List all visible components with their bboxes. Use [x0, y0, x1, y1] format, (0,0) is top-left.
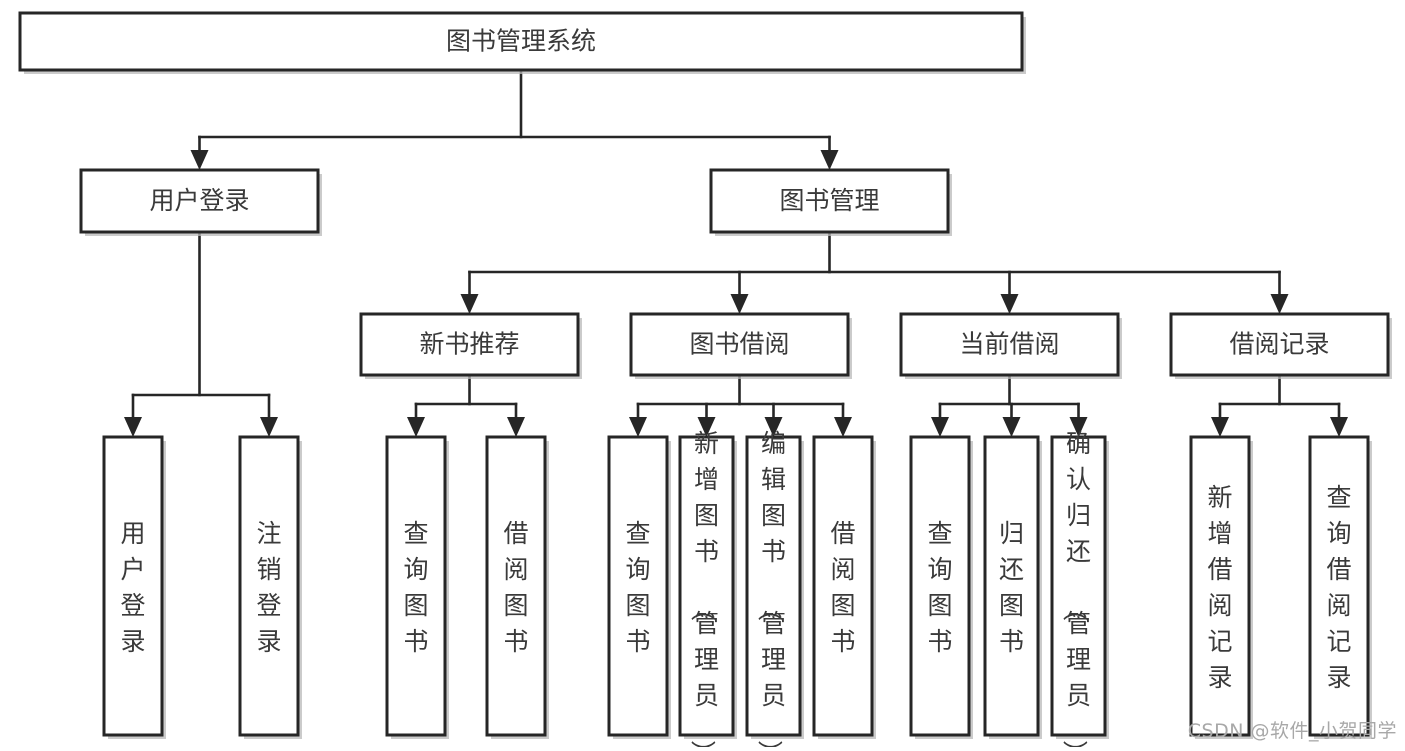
node-label: 用户登录 [149, 186, 249, 215]
node-rect[interactable] [359, 312, 580, 377]
node-rect[interactable] [709, 168, 950, 234]
arrow-head-icon [1270, 294, 1289, 314]
node-rect[interactable] [1050, 435, 1107, 737]
csdn-watermark: CSDN @软件_小贺同学 [1187, 720, 1397, 742]
node-label: 新增借阅记录 [1207, 483, 1232, 692]
arrow-head-icon [1069, 417, 1088, 437]
node-leaf-用户登录-0[interactable]: 用户登录 [102, 435, 166, 739]
node-l2-图书管理-1[interactable]: 图书管理 [709, 168, 952, 236]
node-l3-当前借阅-2[interactable]: 当前借阅 [899, 312, 1122, 379]
node-rect[interactable] [909, 435, 971, 737]
node-rect[interactable] [102, 435, 164, 737]
node-leaf-借阅图书-3[interactable]: 借阅图书 [485, 435, 549, 739]
node-label: 借阅记录 [1229, 330, 1329, 359]
arrow-head-icon [1002, 417, 1021, 437]
node-root-图书管理系统-0[interactable]: 图书管理系统 [18, 11, 1026, 74]
node-label: 借阅图书 [830, 519, 855, 656]
arrow-head-icon [820, 150, 839, 170]
arrow-head-icon [629, 417, 647, 437]
node-label: 查询图书 [625, 519, 650, 656]
node-rect[interactable] [1308, 435, 1370, 737]
arrow-head-icon [1211, 417, 1229, 437]
node-label: 图书借阅 [689, 330, 789, 359]
arrow-head-icon [507, 417, 525, 437]
node-label: 新增图书（管理员） [688, 429, 719, 747]
node-rect[interactable] [385, 435, 447, 737]
node-label: 图书管理系统 [446, 27, 596, 56]
node-rect[interactable] [983, 435, 1040, 737]
node-rect[interactable] [1189, 435, 1251, 737]
node-label: 借阅图书 [503, 519, 528, 656]
node-label: 当前借阅 [959, 330, 1059, 359]
node-l3-新书推荐-0[interactable]: 新书推荐 [359, 312, 582, 379]
node-l2-用户登录-0[interactable]: 用户登录 [79, 168, 322, 236]
node-leaf-归还图书-9[interactable]: 归还图书 [983, 435, 1042, 739]
node-label: 归还图书 [999, 519, 1024, 656]
node-leaf-新增借阅记录-11[interactable]: 新增借阅记录 [1189, 435, 1253, 739]
arrow-head-icon [190, 150, 209, 170]
node-leaf-注销登录-1[interactable]: 注销登录 [238, 435, 302, 739]
node-label: 查询图书 [927, 519, 952, 656]
node-leaf-查询图书-8[interactable]: 查询图书 [909, 435, 973, 739]
node-leaf-新增图书管理员-5[interactable]: 新增图书（管理员） [678, 429, 737, 751]
arrow-head-icon [730, 294, 749, 314]
node-label: 用户登录 [120, 519, 145, 656]
node-label: 查询图书 [403, 519, 428, 656]
arrow-head-icon [124, 417, 142, 437]
arrow-head-icon [1000, 294, 1019, 314]
node-leaf-借阅图书-7[interactable]: 借阅图书 [812, 435, 876, 739]
node-rect[interactable] [79, 168, 320, 234]
node-label: 编辑图书（管理员） [755, 429, 786, 747]
node-l3-图书借阅-1[interactable]: 图书借阅 [629, 312, 852, 379]
arrow-head-icon [834, 417, 852, 437]
arrow-head-icon [697, 417, 716, 437]
node-rect[interactable] [812, 435, 874, 737]
node-leaf-查询图书-2[interactable]: 查询图书 [385, 435, 449, 739]
arrow-head-icon [764, 417, 783, 437]
arrow-head-icon [260, 417, 278, 437]
node-leaf-查询图书-4[interactable]: 查询图书 [607, 435, 671, 739]
node-label: 图书管理 [779, 186, 879, 215]
node-rect[interactable] [485, 435, 547, 737]
node-rect[interactable] [678, 435, 735, 737]
node-label: 查询借阅记录 [1326, 483, 1351, 692]
node-l3-借阅记录-3[interactable]: 借阅记录 [1169, 312, 1392, 379]
arrow-head-icon [460, 294, 479, 314]
node-leaf-查询借阅记录-12[interactable]: 查询借阅记录 [1308, 435, 1372, 739]
node-rect[interactable] [238, 435, 300, 737]
node-rect[interactable] [629, 312, 850, 377]
node-rect[interactable] [1169, 312, 1390, 377]
node-label: 注销登录 [256, 519, 281, 656]
node-leaf-确认归还管理员-10[interactable]: 确认归还（管理员） [1050, 429, 1109, 751]
box-layer: 图书管理系统用户登录图书管理新书推荐图书借阅当前借阅借阅记录用户登录注销登录查询… [18, 11, 1392, 751]
arrow-head-icon [931, 417, 949, 437]
node-leaf-编辑图书管理员-6[interactable]: 编辑图书（管理员） [745, 429, 804, 751]
node-rect[interactable] [899, 312, 1120, 377]
connector-layer [124, 68, 1348, 437]
node-rect[interactable] [18, 11, 1024, 72]
node-rect[interactable] [745, 435, 802, 737]
arrow-head-icon [407, 417, 425, 437]
arrow-head-icon [1330, 417, 1348, 437]
node-label: 新书推荐 [419, 330, 519, 359]
node-label: 确认归还（管理员） [1060, 429, 1091, 747]
node-rect[interactable] [607, 435, 669, 737]
